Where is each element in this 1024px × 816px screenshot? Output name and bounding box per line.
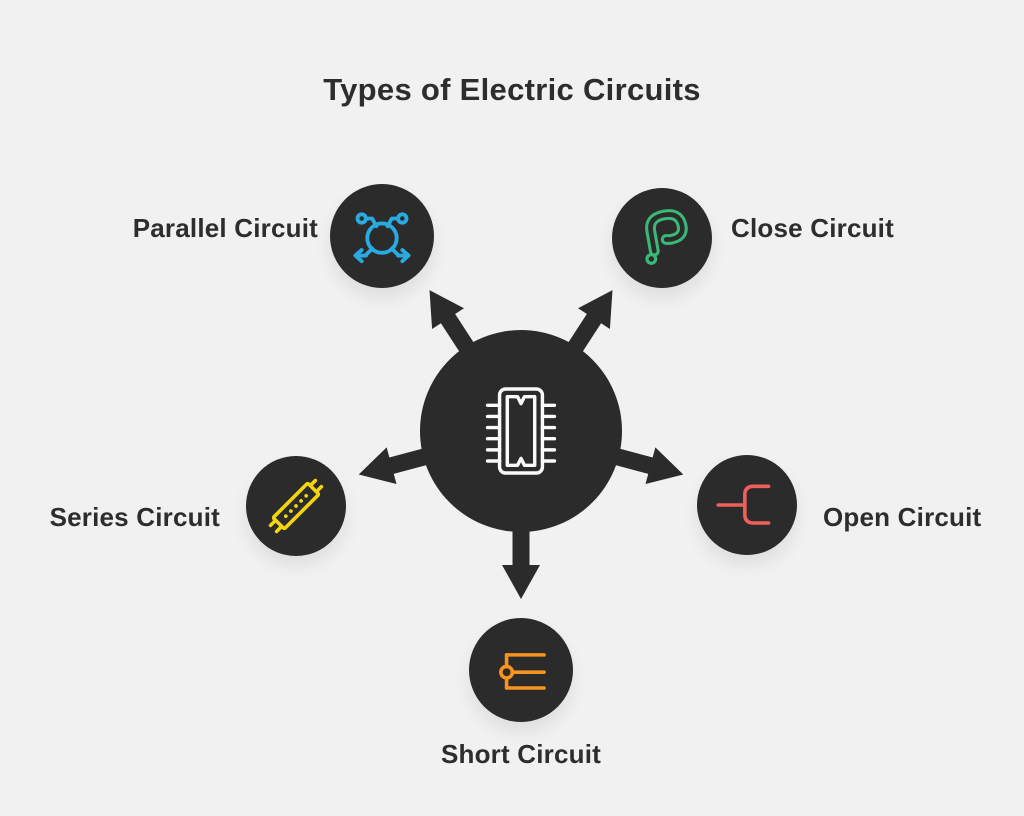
- node-close-circuit: [612, 188, 712, 288]
- label-parallel-circuit: Parallel Circuit: [132, 213, 318, 243]
- microchip-icon: [485, 387, 557, 475]
- page-title: Types of Electric Circuits: [323, 72, 701, 107]
- node-short-circuit: [469, 618, 573, 722]
- central-hub: [420, 330, 622, 532]
- label-series-circuit: Series Circuit: [49, 502, 220, 532]
- label-short-circuit: Short Circuit: [440, 739, 602, 769]
- label-close-circuit: Close Circuit: [731, 213, 894, 243]
- node-open-circuit: [697, 455, 797, 555]
- series-component-icon: [268, 478, 324, 534]
- closed-loop-icon: [645, 209, 688, 265]
- node-series-circuit: [246, 456, 346, 556]
- node-parallel-circuit: [330, 184, 434, 288]
- parallel-circuit-icon: [353, 212, 411, 264]
- open-connector-icon: [716, 484, 771, 525]
- short-lines-icon: [499, 653, 546, 690]
- label-open-circuit: Open Circuit: [823, 502, 982, 532]
